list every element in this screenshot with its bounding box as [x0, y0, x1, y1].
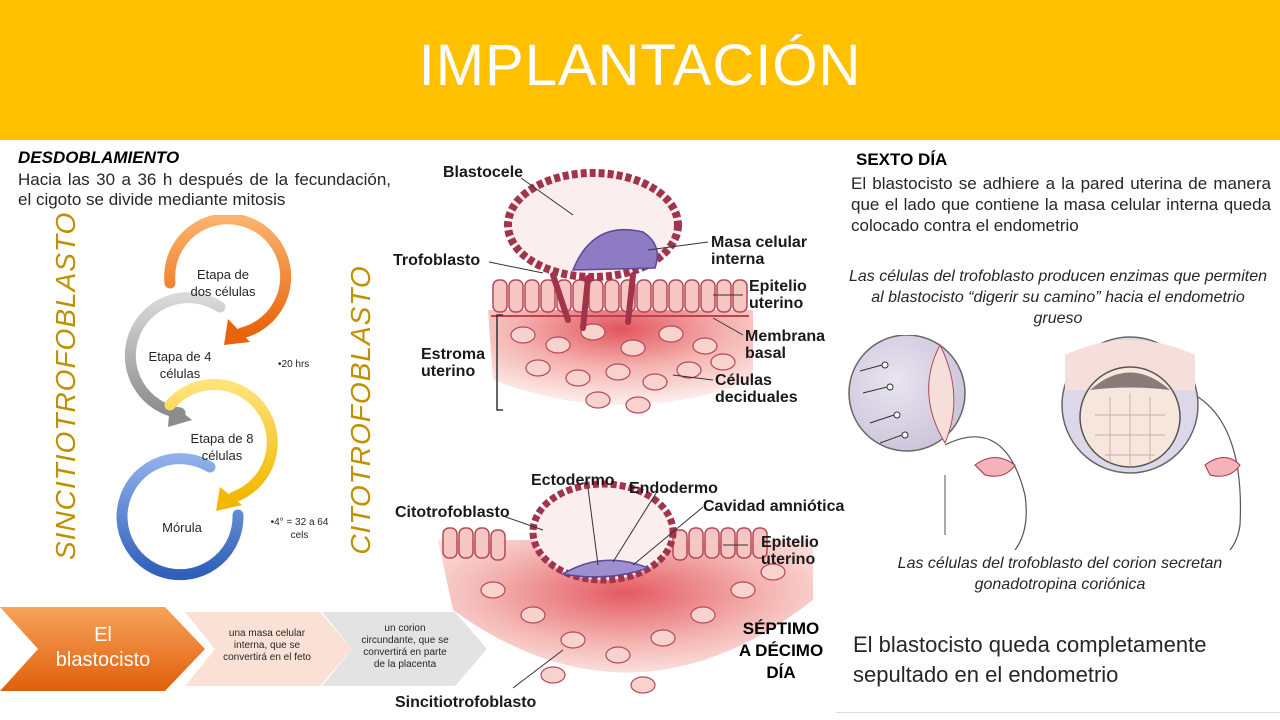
inner-cell-mass: [571, 228, 658, 271]
implantation-diagram-late: Ectodermo Endodermo Cavidad amniótica Ci…: [393, 450, 863, 720]
desdoblamiento-heading: DESDOBLAMIENTO: [18, 148, 180, 167]
germ-disc: [560, 559, 651, 578]
blue-arrow-ring: [116, 453, 244, 581]
uterus-left: [974, 457, 1016, 477]
sexto-dia-text: El blastocisto se adhiere a la pared ute…: [851, 174, 1271, 235]
stroma-cells-2: [480, 563, 786, 694]
chevron-masa-interna: [185, 612, 352, 686]
label-cavidad-amniotica: Cavidad amniótica: [703, 498, 845, 515]
label-trofoblasto: Trofoblasto: [393, 252, 481, 269]
decidual-cells: [510, 323, 736, 414]
citotrofoblasto-vertical-label: CITOTROFOBLASTO: [345, 265, 376, 555]
septimo-divider: [836, 712, 1280, 713]
yellow-arrow-ring: [164, 378, 278, 503]
gray-arrow-head: [168, 403, 192, 427]
septimo-text: El blastocisto queda completamente sepul…: [853, 632, 1207, 687]
implantation-early-illustration: [488, 169, 753, 414]
label-endodermo: Endodermo: [629, 480, 718, 497]
epithelium-cells-2: [442, 527, 768, 561]
title-banner: IMPLANTACIÓN: [0, 0, 1280, 140]
label-ectodermo: Ectodermo: [531, 472, 615, 489]
label-blastocele: Blastocele: [443, 164, 524, 181]
cycle-arrows-graphic: [116, 213, 292, 581]
desdoblamiento-text: Hacia las 30 a 36 h después de la fecund…: [18, 170, 391, 209]
implantation-zoom-illustration: [848, 335, 1242, 550]
uterus-right: [1204, 457, 1241, 477]
gray-arrow-ring: [124, 292, 226, 419]
chevron-shapes: [0, 607, 487, 691]
epithelium-cells: [492, 279, 748, 313]
trofoblasto-enzimas-note: Las células del trofoblasto producen enz…: [848, 268, 1268, 327]
label-citotrofoblasto: Citotrofoblasto: [395, 504, 510, 521]
implantation-late-illustration: [438, 480, 813, 694]
yellow-arrow-head: [216, 487, 242, 511]
note-20-hrs: •20 hrs: [278, 359, 310, 370]
page-title: IMPLANTACIÓN: [418, 33, 862, 98]
stage-morula: Mórula: [162, 520, 202, 535]
label-sincitiotrofoblasto: Sincitiotrofoblasto: [395, 694, 537, 711]
gonadotropina-note: Las células del trofoblasto del corion s…: [897, 555, 1223, 593]
orange-arrow-ring: [164, 213, 292, 339]
orange-arrow-head: [224, 319, 250, 345]
chevron-blastocisto: [0, 607, 205, 691]
chevron-corion: [322, 612, 487, 686]
sexto-dia-heading: SEXTO DÍA: [856, 150, 948, 169]
sincitiotrofoblasto-vertical-label: SINCITIOTROFOBLASTO: [50, 211, 81, 560]
